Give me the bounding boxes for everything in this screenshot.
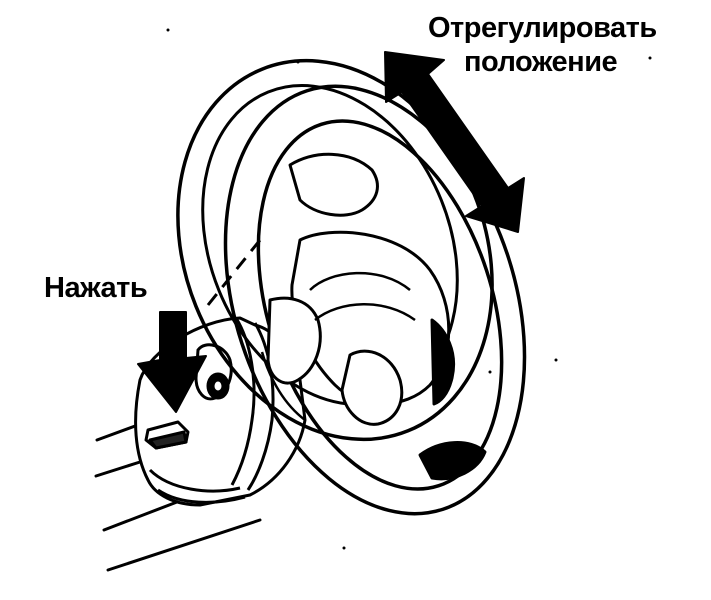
adjust-position-label-line1: Отрегулировать (428, 12, 657, 44)
hidden-edge (206, 239, 262, 306)
press-label: Нажать (44, 272, 148, 304)
steering-wheel-hub (266, 152, 487, 481)
double-headed-arrow-icon (384, 51, 525, 233)
adjust-position-label-line2: положение (464, 46, 618, 78)
tilt-lever-icon (144, 420, 190, 450)
down-arrow-icon (137, 311, 207, 413)
print-speckle (166, 28, 652, 550)
hub-detail-lines (260, 271, 416, 421)
ignition-detail (194, 343, 233, 401)
